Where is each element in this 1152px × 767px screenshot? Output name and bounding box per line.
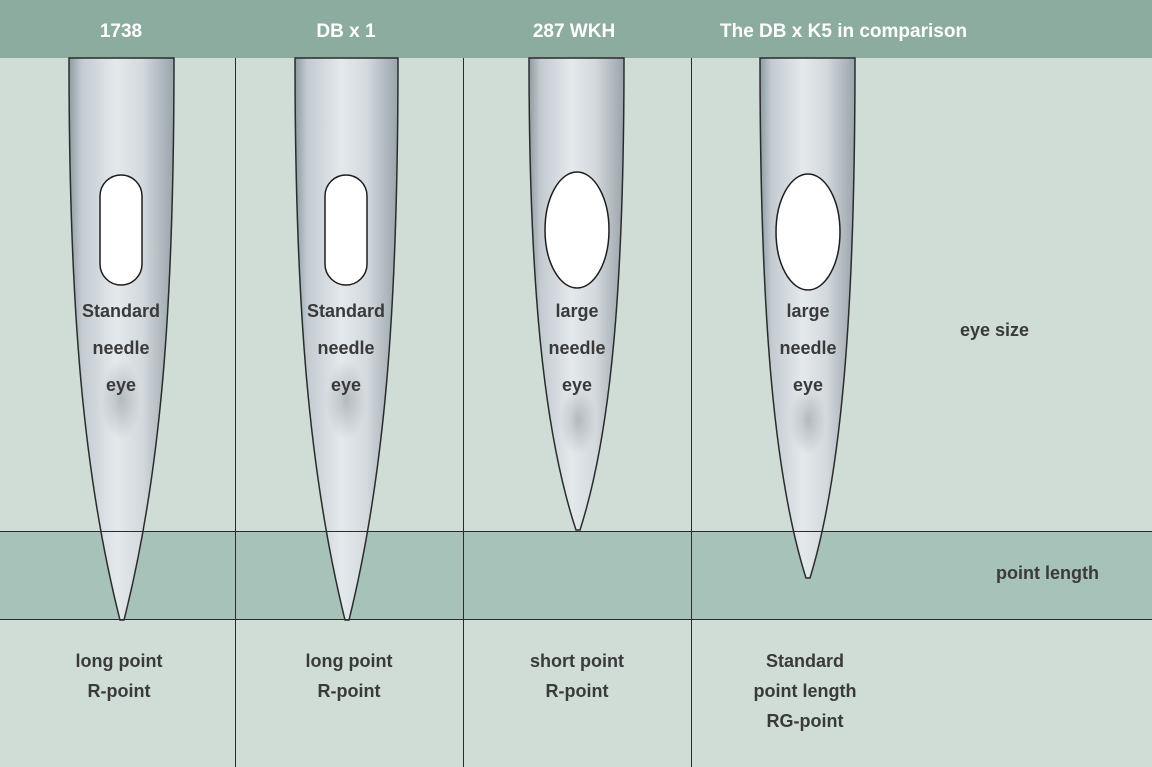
eye-label-287-wkh: large needle eye [507,293,647,404]
needle-287-wkh-body [528,57,625,531]
eye-label-1738: Standard needle eye [51,293,191,404]
point-label-db-x-1: long point R-point [234,646,464,706]
point-label-1738: long point R-point [4,646,234,706]
point-label-line: R-point [545,681,609,701]
eye-label-line: eye [105,375,137,395]
eye-label-line: eye [792,375,824,395]
point-label-line: R-point [87,681,151,701]
needle-1738-eye [99,174,143,286]
point-label-line: long point [75,651,163,671]
column-divider-3 [691,58,692,767]
point-label-line: short point [530,651,624,671]
needle-db-x-1-groove [326,360,366,440]
eye-label-line: Standard [306,301,385,321]
eye-label-line: eye [330,375,362,395]
row-label-point-length: point length [996,563,1099,583]
eye-size-row-divider [0,531,1152,532]
eye-label-line: needle [779,338,837,358]
needle-1738-groove [101,360,141,440]
needle-db-x-1 [294,57,399,621]
point-label-line: Standard [765,651,844,671]
header-287-wkh: 287 WKH [532,21,616,42]
needle-287-wkh [528,57,625,531]
header-db-x-1: DB x 1 [316,21,376,42]
point-label-line: point length [753,681,857,701]
needle-db-x-k5 [759,57,856,579]
needle-db-x-k5-body [759,57,856,579]
column-divider-2 [463,58,464,767]
eye-label-line: large [786,301,830,321]
row-label-eye-size: eye size [960,320,1030,340]
point-length-band [0,531,1152,619]
eye-label-db-x-k5: large needle eye [738,293,878,404]
eye-label-db-x-1: Standard needle eye [276,293,416,404]
point-label-287-wkh: short point R-point [462,646,692,706]
header-1738: 1738 [99,21,143,42]
needle-db-x-1-body [294,57,399,621]
needle-1738-body [68,57,175,621]
needle-db-x-k5-eye [775,173,841,291]
eye-label-line: needle [317,338,375,358]
needle-287-wkh-eye [544,171,610,289]
point-length-row-divider [0,619,1152,620]
eye-label-line: large [555,301,599,321]
needle-db-x-k5-groove [790,385,826,455]
header-db-x-k5: The DB x K5 in comparison [720,21,968,42]
column-divider-1 [235,58,236,767]
eye-label-line: Standard [81,301,160,321]
eye-label-line: needle [92,338,150,358]
needle-db-x-1-eye [324,174,368,286]
needle-287-wkh-groove [560,385,596,455]
header-band [0,0,1152,58]
needle-1738 [68,57,175,621]
point-label-line: RG-point [766,711,844,731]
eye-label-line: needle [548,338,606,358]
point-label-line: R-point [317,681,381,701]
eye-label-line: eye [561,375,593,395]
point-label-db-x-k5: Standard point length RG-point [690,646,920,736]
point-label-line: long point [305,651,393,671]
